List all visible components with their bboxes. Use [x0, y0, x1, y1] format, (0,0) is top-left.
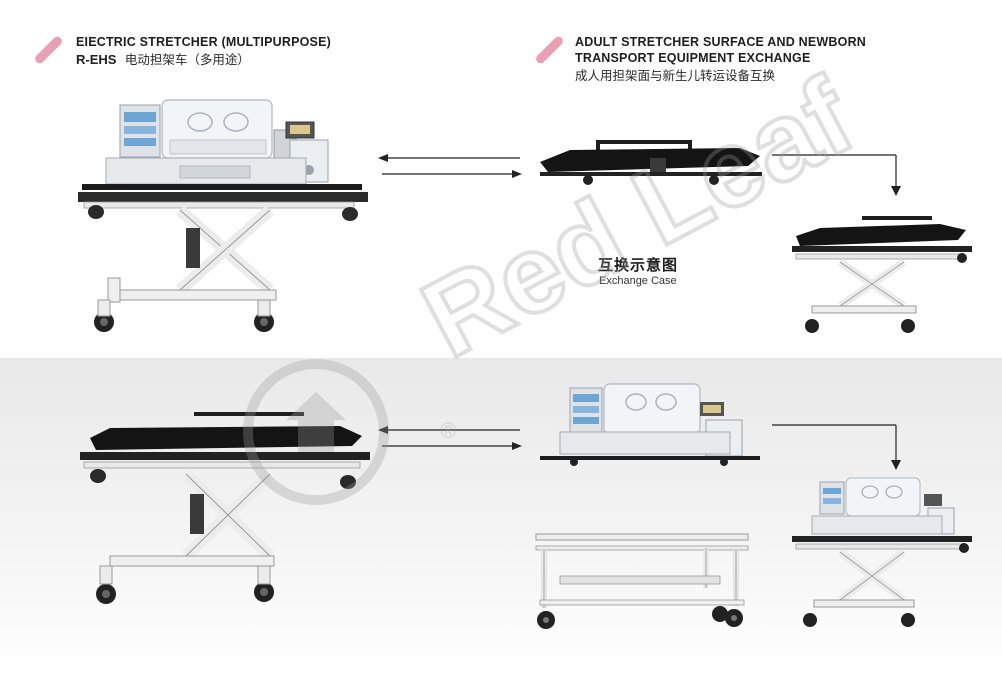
left-heading-subtitle: R-EHS 电动担架车（多用途） — [76, 51, 250, 69]
left-heading-cn: 电动担架车（多用途） — [124, 53, 250, 67]
model-code: R-EHS — [76, 52, 117, 67]
incubator-unit — [105, 99, 329, 185]
left-heading-title: EIECTRIC STRETCHER (MULTIPURPOSE) — [76, 35, 331, 49]
exchange-case-title-cn: 互换示意图 — [598, 257, 679, 274]
right-heading-title-line1: ADULT STRETCHER SURFACE AND NEWBORN — [575, 35, 867, 49]
right-heading-title-line2: TRANSPORT EQUIPMENT EXCHANGE — [575, 51, 811, 65]
right-heading-cn: 成人用担架面与新生儿转运设备互换 — [575, 69, 776, 83]
exchange-case-title-en: Exchange Case — [599, 275, 677, 287]
